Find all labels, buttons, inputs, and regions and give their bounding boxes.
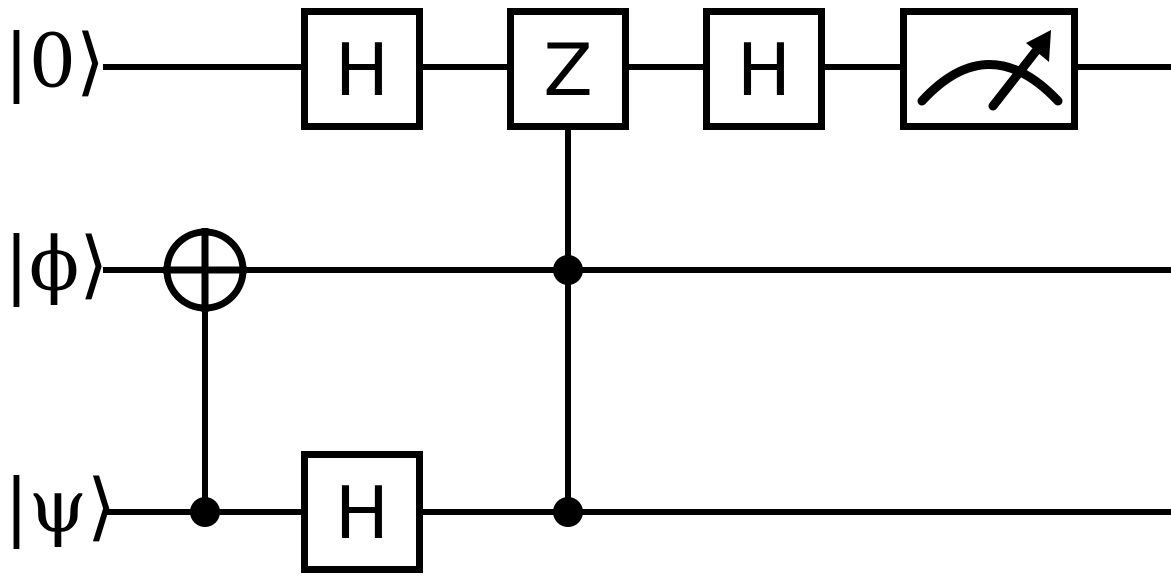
cnot-target-gate[interactable] — [163, 228, 247, 312]
hadamard-gate-q0-second-label: H — [737, 28, 791, 112]
cz-control-dot-q2[interactable] — [553, 497, 583, 527]
cnot-control-dot[interactable] — [190, 497, 220, 527]
meter-arrowhead-icon — [1026, 30, 1051, 62]
meter-needle-icon — [988, 37, 1048, 111]
measurement-gate-q0[interactable] — [900, 8, 1078, 130]
pauli-z-gate-q0-label: Z — [543, 28, 592, 112]
cz-control-dot-q1[interactable] — [553, 255, 583, 285]
hadamard-gate-q2-box — [301, 451, 423, 573]
hadamard-gate-q0-first[interactable]: H — [301, 8, 423, 130]
hadamard-gate-q0-first-label: H — [335, 28, 389, 112]
hadamard-gate-q2-label: H — [335, 471, 389, 555]
ket-label-q0: |0⟩ — [4, 18, 105, 104]
hadamard-gate-q0-first-box — [301, 8, 423, 130]
ket-label-q1: |ϕ⟩ — [4, 221, 108, 307]
hadamard-gate-q2[interactable]: H — [301, 451, 423, 573]
hadamard-gate-q0-second-box — [703, 8, 825, 130]
pauli-z-gate-q0-box — [507, 8, 629, 130]
pauli-z-gate-q0[interactable]: Z — [507, 8, 629, 130]
ket-label-q2: |ψ⟩ — [4, 463, 116, 549]
hadamard-gate-q0-second[interactable]: H — [703, 8, 825, 130]
meter-arc-icon — [917, 60, 1063, 106]
